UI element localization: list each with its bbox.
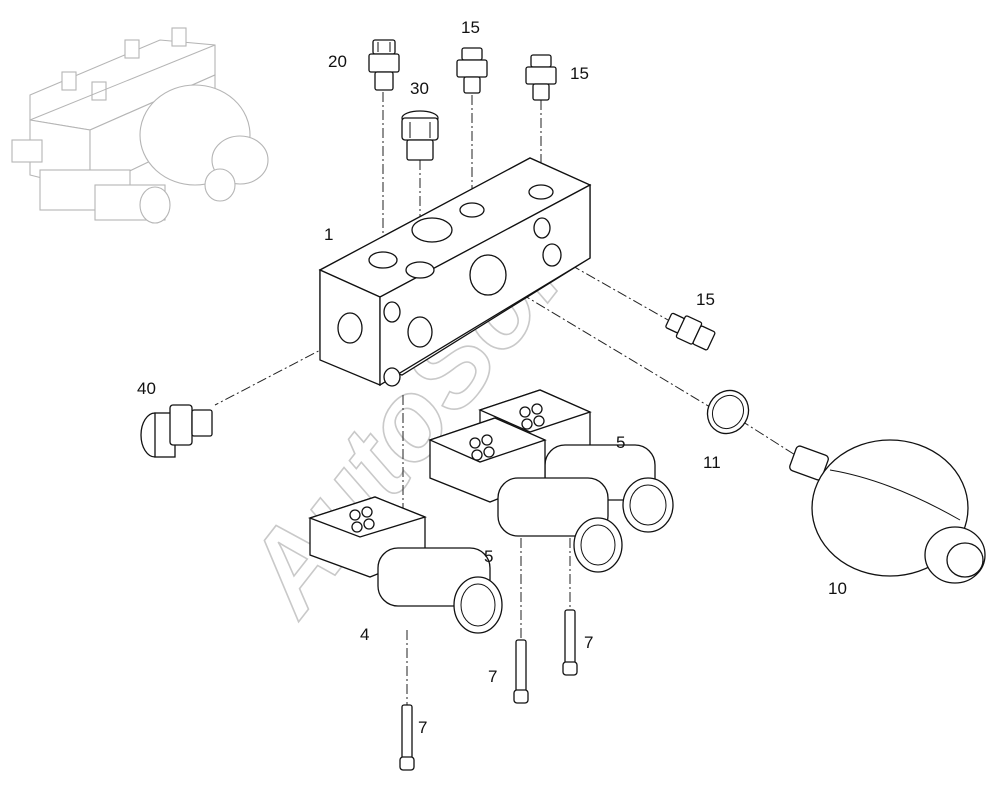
label-part-4: 4 xyxy=(360,625,369,644)
label-part-1: 1 xyxy=(324,225,333,244)
label-part-15-top-left: 15 xyxy=(461,18,480,37)
solenoid-valve-4 xyxy=(308,496,503,634)
bolt-7-bottom xyxy=(399,704,415,771)
manifold-block xyxy=(318,157,592,387)
seal-ring-11 xyxy=(706,389,750,435)
bolt-7-middle xyxy=(513,639,529,704)
label-part-40: 40 xyxy=(137,379,156,398)
label-part-15-right: 15 xyxy=(696,290,715,309)
assembly-thumbnail xyxy=(11,27,269,224)
label-part-5-front: 5 xyxy=(484,547,493,566)
fitting-15-top-left xyxy=(456,47,488,94)
label-part-7-middle: 7 xyxy=(488,667,497,686)
fitting-20 xyxy=(368,39,400,91)
fitting-40 xyxy=(140,404,213,458)
fitting-15-right xyxy=(665,312,716,351)
label-part-11: 11 xyxy=(703,453,721,472)
label-part-7-right: 7 xyxy=(584,633,593,652)
fitting-15-top-right xyxy=(525,54,557,101)
accumulator-10 xyxy=(789,439,986,584)
label-part-20: 20 xyxy=(328,52,347,71)
fitting-30 xyxy=(401,110,439,161)
label-part-15-top-right: 15 xyxy=(570,64,589,83)
solenoid-valve-5-front xyxy=(428,417,623,573)
bolt-7-right xyxy=(562,609,578,676)
label-part-5-back: 5 xyxy=(616,433,625,452)
label-part-30: 30 xyxy=(410,79,429,98)
label-part-10: 10 xyxy=(828,579,847,598)
label-part-7-bottom: 7 xyxy=(418,718,427,737)
